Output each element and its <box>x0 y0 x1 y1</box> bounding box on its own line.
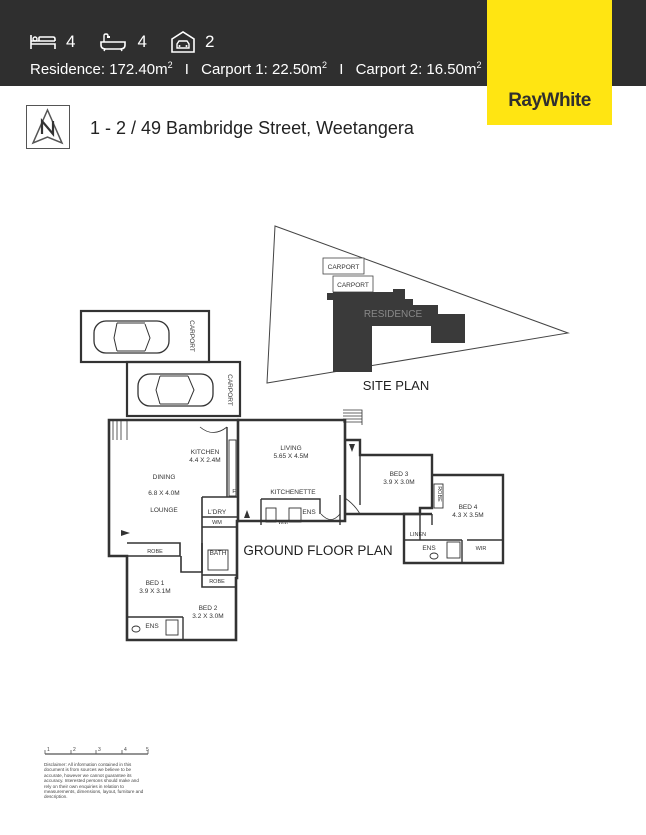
site-carport-a-label: CARPORT <box>328 264 360 271</box>
entry-arrows <box>121 444 355 536</box>
robe-bed2-label: ROBE <box>209 579 225 585</box>
room-labels: KITCHEN 4.4 X 2.4M DINING 6.8 X 4.0M LOU… <box>139 445 486 630</box>
bedrooms-count: 4 <box>66 32 76 51</box>
logo-text: RayWhite <box>508 90 591 111</box>
kitchen-size: 4.4 X 2.4M <box>189 457 220 464</box>
bed3-size: 3.9 X 3.0M <box>383 479 414 486</box>
fridge-label: F <box>232 489 236 495</box>
scale-tick-5: 5 <box>146 747 149 753</box>
disclaimer-text: Disclaimer: All information contained in… <box>44 762 144 800</box>
carport-2-label: CARPORT <box>226 374 233 406</box>
residence-area: Residence: 172.40m2 <box>30 60 173 78</box>
bed-icon <box>30 35 56 49</box>
entry-arrow-icon <box>244 510 250 518</box>
scale-tick-3: 3 <box>98 747 101 753</box>
carport1-area: Carport 1: 22.50m2 <box>201 60 328 78</box>
car-icon <box>93 320 170 354</box>
laundry-label: L'DRY <box>208 509 227 516</box>
separator-1: I <box>184 61 189 78</box>
dining-label: DINING <box>153 474 176 481</box>
entry-arrow-icon <box>349 444 355 452</box>
dining-size: 6.8 X 4.0M <box>148 490 179 497</box>
property-stats: 4 4 2 <box>30 31 238 53</box>
robe-bed4-label: ROBE <box>436 486 442 502</box>
garages-stat: 2 <box>171 31 214 53</box>
north-arrow-box <box>26 105 70 149</box>
ens-bed1-label: ENS <box>145 623 159 630</box>
bathrooms-count: 4 <box>137 32 147 51</box>
house-walls <box>107 409 505 642</box>
property-address: 1 - 2 / 49 Bambridge Street, Weetangera <box>90 118 414 138</box>
carport2-area: Carport 2: 16.50m2 <box>355 60 482 78</box>
site-carport-b-label: CARPORT <box>337 282 369 289</box>
site-carport-a <box>322 257 365 275</box>
ens-bed4-label: ENS <box>422 545 436 552</box>
site-residence-label: RESIDENCE <box>364 309 423 320</box>
scale-tick-1: 1 <box>47 747 50 753</box>
robe-bed1-label: ROBE <box>147 549 163 555</box>
bath-label: BATH <box>210 550 227 557</box>
bath-icon <box>100 33 127 52</box>
fixtures <box>131 439 461 636</box>
car-icon <box>137 373 214 407</box>
wir-label: WIR <box>476 546 487 552</box>
separator-2: I <box>339 61 344 78</box>
area-summary: Residence: 172.40m2 I Carport 1: 22.50m2… <box>30 60 481 78</box>
linen-label: LINEN <box>410 532 426 538</box>
floor-plan-title: GROUND FLOOR PLAN <box>243 543 392 558</box>
scale-tick-2: 2 <box>73 747 76 753</box>
bed3-label: BED 3 <box>390 471 409 478</box>
wm-laundry-label: WM <box>212 520 222 526</box>
garage-icon <box>171 31 195 53</box>
wm-living-label: WM <box>278 520 288 526</box>
kitchen-label: KITCHEN <box>191 449 220 456</box>
scale-tick-4: 4 <box>124 747 127 753</box>
lounge-label: LOUNGE <box>150 507 178 514</box>
site-residence <box>333 289 465 372</box>
bed2-label: BED 2 <box>199 605 218 612</box>
bed1-size: 3.9 X 3.1M <box>139 588 170 595</box>
entry-arrow-icon <box>121 530 130 536</box>
bed4-size: 4.3 X 3.5M <box>452 512 483 519</box>
bathrooms-stat: 4 <box>99 32 147 52</box>
garages-count: 2 <box>204 32 215 51</box>
carport-2 <box>125 360 242 418</box>
north-arrow-icon <box>31 108 64 145</box>
kitchenette-label: KITCHENETTE <box>270 489 316 496</box>
living-label: LIVING <box>280 445 301 452</box>
carport-1-label: CARPORT <box>188 320 195 352</box>
scale-bar: 1 2 3 4 5 <box>44 747 149 755</box>
living-size: 5.65 X 4.5M <box>273 453 308 460</box>
raywhite-logo: RayWhite <box>487 0 612 125</box>
bed4-label: BED 4 <box>459 504 478 511</box>
bedrooms-stat: 4 <box>30 32 75 52</box>
carports: CARPORT CARPORT <box>79 309 242 418</box>
bed2-size: 3.2 X 3.0M <box>192 613 223 620</box>
site-plan: CARPORT CARPORT RESIDENCE SITE PLAN <box>266 225 570 393</box>
bed1-label: BED 1 <box>146 580 165 587</box>
ens-living-label: ENS <box>302 509 316 516</box>
site-plan-title: SITE PLAN <box>363 378 429 393</box>
